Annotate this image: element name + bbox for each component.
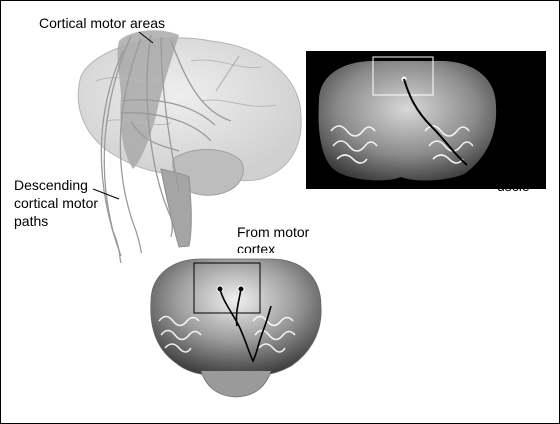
cortical-motor-areas-label: Cortical motor areas <box>39 15 165 31</box>
descending-label-line3: paths <box>14 213 48 229</box>
from-motor-cortex-line1: From motor <box>237 224 310 240</box>
brainstem-section-bottom <box>141 253 331 403</box>
descending-label-line2: cortical motor <box>14 195 98 211</box>
brainstem-shape <box>161 169 191 247</box>
descending-label-line1: Descending <box>14 177 88 193</box>
brainstem-mri-top <box>306 51 546 189</box>
muscle-label: uscle <box>497 178 530 194</box>
